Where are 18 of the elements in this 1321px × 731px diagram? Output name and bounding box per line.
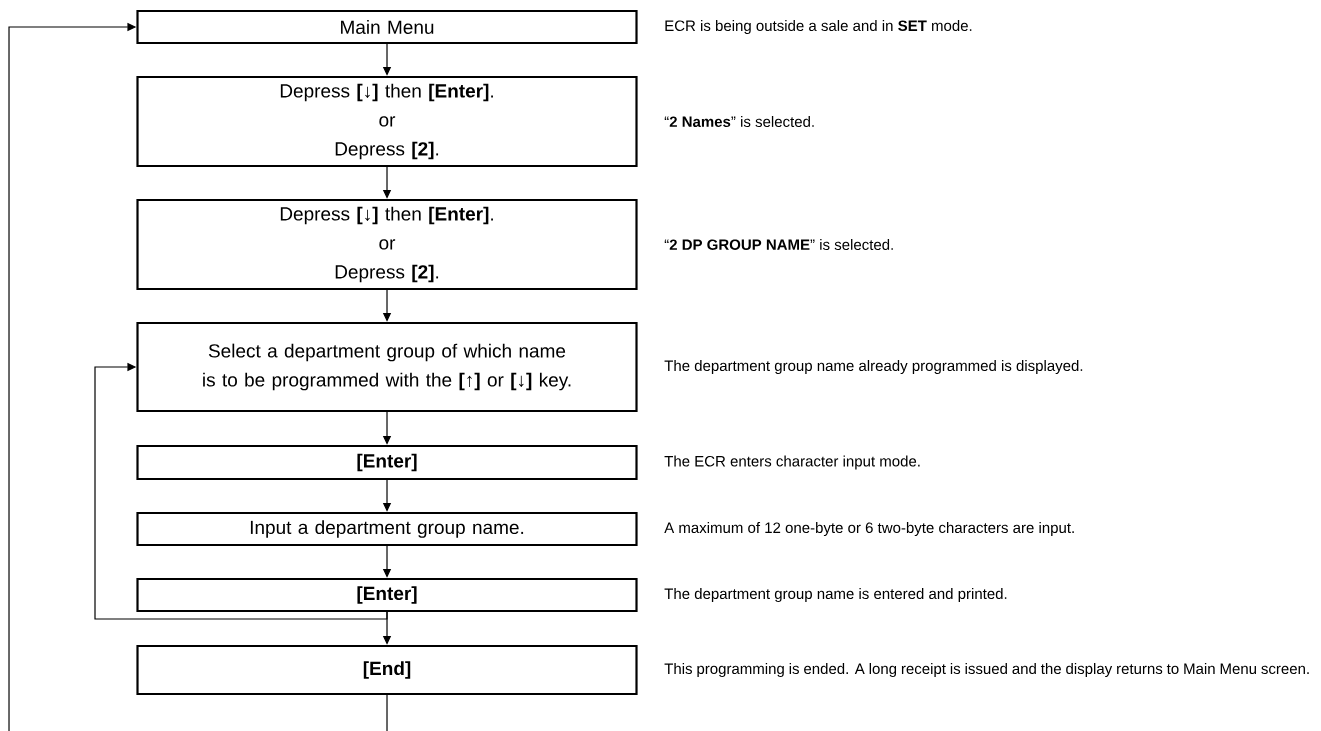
description-text: ECR is being outside a sale and in SET mode. xyxy=(665,20,972,34)
description-text: “2 DP GROUP NAME” is selected. xyxy=(664,239,893,250)
description-text: A maximum of 12 one-byte or 6 two-byte characters are input. xyxy=(664,522,1074,536)
description-text: The department group name already programmed is displayed. xyxy=(664,360,1083,374)
process-box: Select a department group of which name is to be programmed with the [↑] or [↓] key. xyxy=(136,321,638,413)
description-text: This programming is ended. A long receipt is issued and the display returns to Main Menu screen. xyxy=(664,663,1309,677)
process-box: [Enter] xyxy=(136,577,638,613)
arrow xyxy=(8,22,388,731)
description-text: “2 Names” is selected. xyxy=(664,116,814,127)
description-text: The department group name is entered and printed. xyxy=(664,588,1007,602)
description-text: The ECR enters character input mode. xyxy=(664,455,920,470)
arrow xyxy=(94,362,388,620)
process-box: Input a department group name. xyxy=(136,511,638,547)
process-box: Main Menu xyxy=(136,9,638,45)
process-box: Depress [↓] then [Enter]. or Depress [2]. xyxy=(136,198,638,291)
process-box: [Enter] xyxy=(136,444,638,481)
process-box: [End] xyxy=(136,644,638,696)
process-box: Depress [↓] then [Enter]. or Depress [2]. xyxy=(136,75,638,168)
